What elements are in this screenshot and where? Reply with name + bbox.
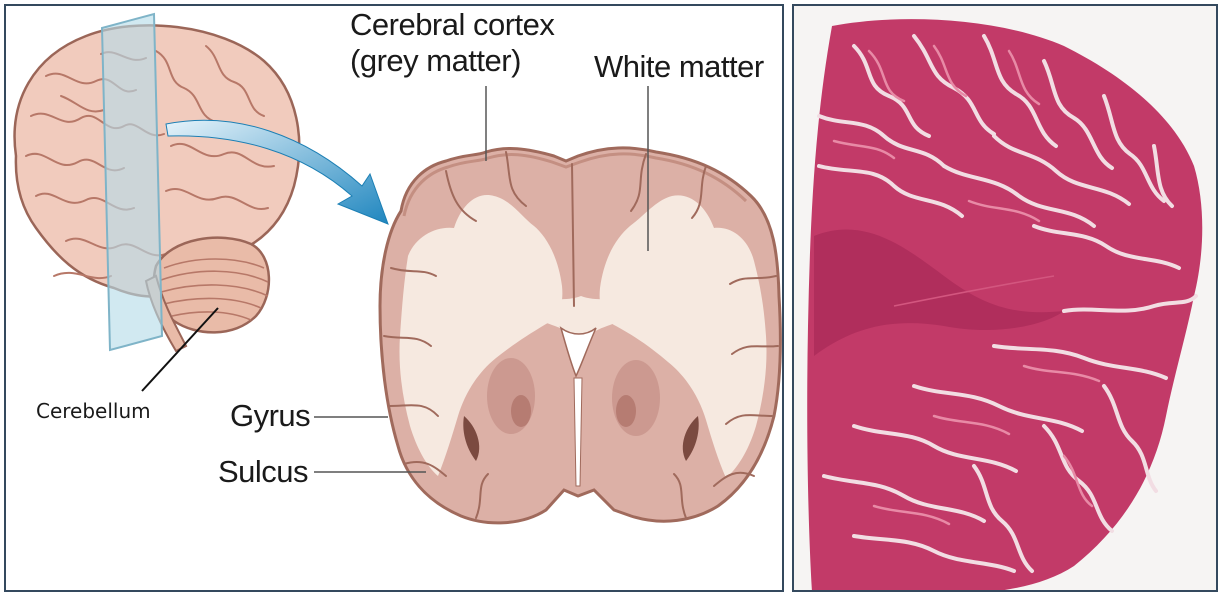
white-matter-label: White matter [594, 50, 764, 84]
cerebellum-label: Cerebellum [36, 399, 151, 423]
cerebral-cortex-label: Cerebral cortex [350, 8, 554, 42]
brain-illustration [6, 6, 784, 592]
grey-matter-label: (grey matter) [350, 44, 521, 78]
sulcus-label: Sulcus [218, 455, 308, 489]
gyrus-label: Gyrus [230, 399, 310, 433]
illustration-panel: Cerebral cortex (grey matter) White matt… [4, 4, 784, 592]
histology-panel [792, 4, 1218, 592]
coronal-plane [102, 14, 162, 350]
coronal-section-drawing [380, 148, 780, 523]
cerebellum-histology-image [794, 6, 1218, 592]
